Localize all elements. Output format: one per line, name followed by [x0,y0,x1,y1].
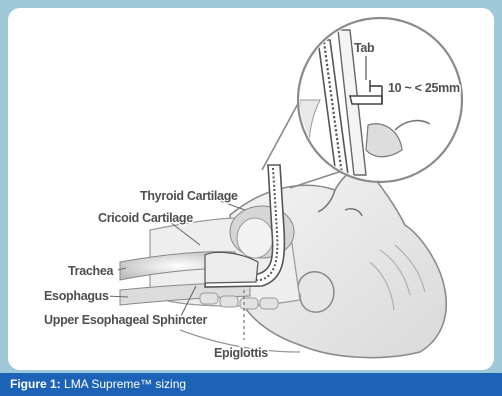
label-esophagus: Esophagus [44,289,109,303]
larynx-inner [237,218,273,258]
label-epiglottis: Epiglottis [214,346,268,360]
label-cricoid-cartilage: Cricoid Cartilage [98,211,193,225]
ear [298,272,334,312]
zoom-tab [350,96,382,104]
label-upper-esophageal-sphincter: Upper Esophageal Sphincter [44,313,208,327]
label-measurement: 10 ~ < 25mm [388,81,460,95]
label-thyroid-cartilage: Thyroid Cartilage [140,189,238,203]
label-tab: Tab [354,41,375,55]
figure-caption-bar: Figure 1: LMA Supreme™ sizing [0,373,502,396]
magnifier-callout [298,18,462,182]
figure-number: Figure 1: [10,377,61,391]
label-trachea: Trachea [68,264,115,278]
callout-line-upper [262,98,301,170]
figure-caption: LMA Supreme™ sizing [64,377,186,391]
